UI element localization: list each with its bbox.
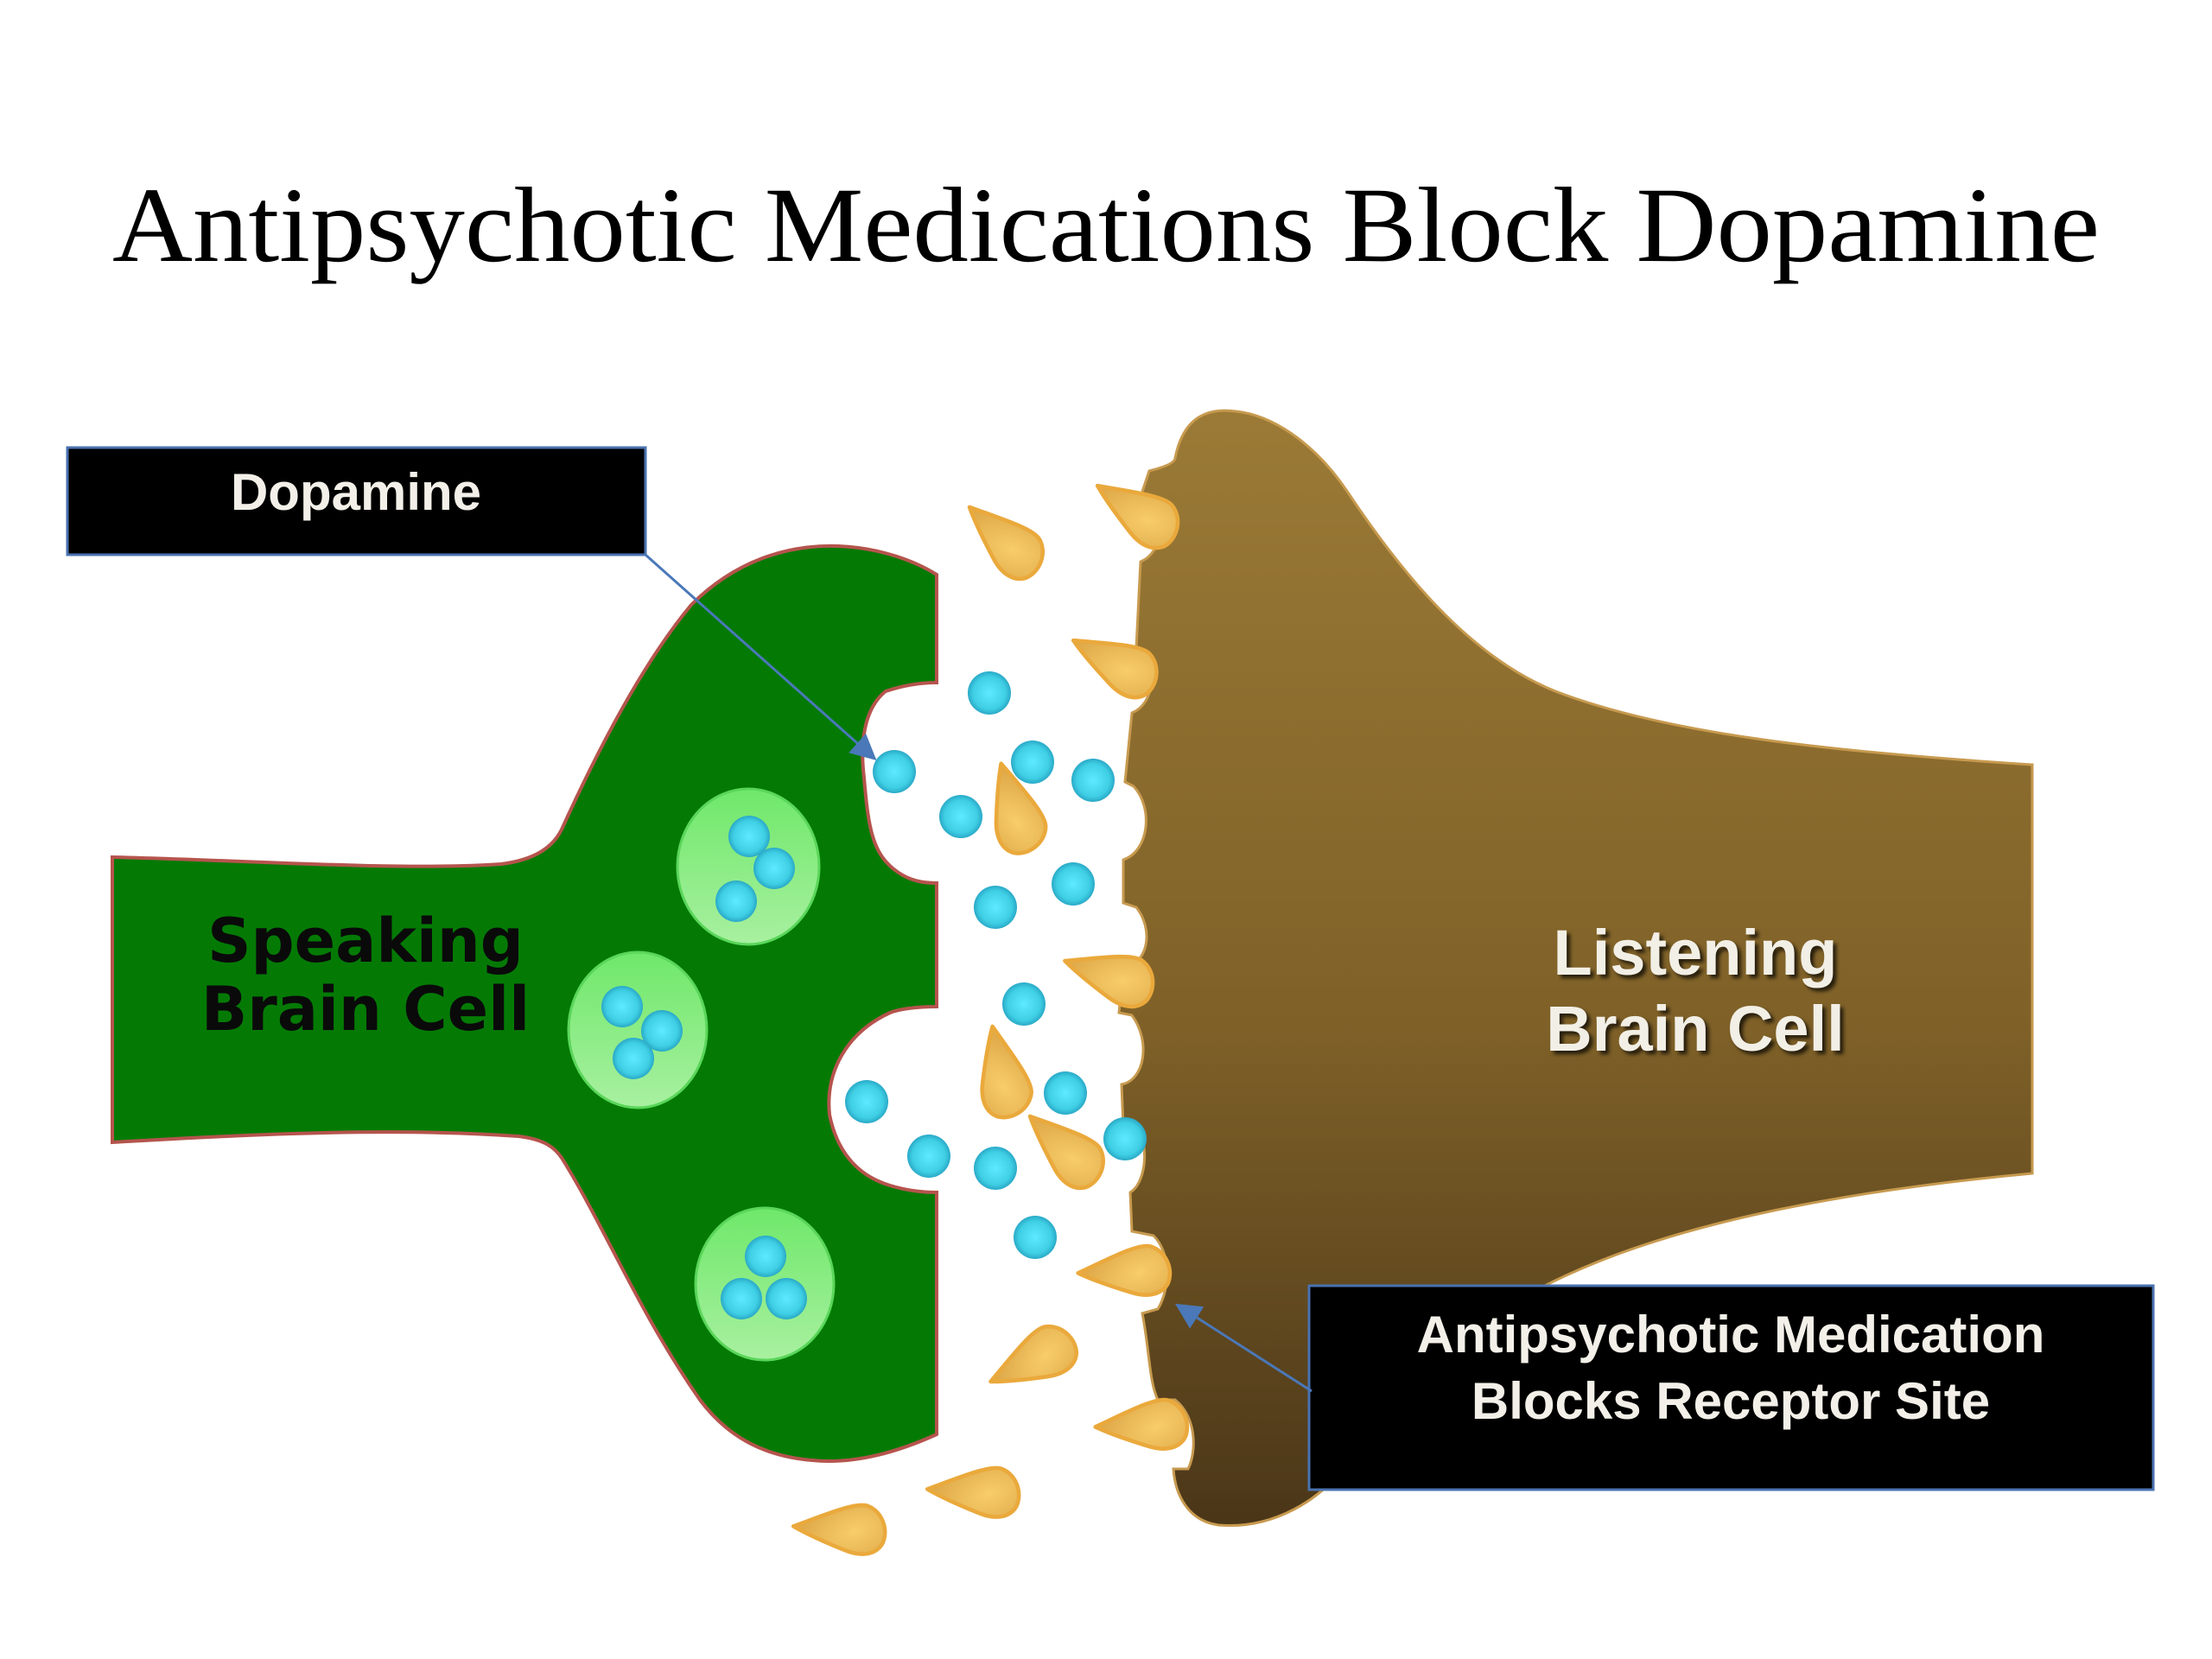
- drug-molecule: [950, 1027, 1042, 1127]
- dopamine-molecule: [1014, 1216, 1057, 1259]
- dopamine-molecule: [1103, 1117, 1147, 1160]
- vesicle-bottom: [694, 1206, 836, 1362]
- antipsychotic-label-box: [1307, 1284, 2155, 1491]
- drug-molecule: [1065, 953, 1154, 1012]
- drug-molecule: [1013, 1116, 1111, 1194]
- drug-molecule: [927, 1459, 1026, 1537]
- dopamine-molecule: [1052, 862, 1095, 906]
- vesicle-middle: [567, 950, 709, 1109]
- speaking-cell-label-line2: Brain Cell: [201, 974, 530, 1045]
- listening-cell-label-line2: Brain Cell: [1546, 993, 1844, 1065]
- dopamine-molecule: [974, 886, 1017, 929]
- vesicle-top: [676, 787, 821, 946]
- free-dopamine-group: [845, 671, 1147, 1259]
- dopamine-molecule: [907, 1135, 950, 1178]
- dopamine-molecule: [873, 750, 916, 793]
- dopamine-molecule: [1002, 982, 1046, 1026]
- dopamine-label: Dopamine: [231, 463, 481, 521]
- drug-molecule: [990, 1316, 1085, 1414]
- drug-molecule: [1069, 640, 1159, 699]
- dopamine-molecule: [939, 795, 982, 838]
- antipsychotic-label-line2: Blocks Receptor Site: [1471, 1372, 1990, 1430]
- dopamine-molecule: [974, 1147, 1017, 1190]
- slide-title: Antipsychotic Medications Block Dopamine: [112, 166, 2100, 284]
- listening-brain-cell: [1117, 409, 2034, 1528]
- dopamine-label-box: [66, 446, 647, 556]
- dopamine-molecule: [968, 671, 1011, 715]
- dopamine-arrow: [645, 553, 877, 760]
- dopamine-molecule: [845, 1080, 888, 1123]
- dopamine-molecule: [1044, 1071, 1087, 1115]
- speaking-cell-label-line1: Speaking: [207, 906, 524, 976]
- listening-cell-label-line1: Listening: [1554, 917, 1838, 988]
- dopamine-molecule: [1071, 759, 1115, 802]
- drug-molecule: [952, 507, 1051, 585]
- dopamine-molecule: [1011, 741, 1054, 784]
- antipsychotic-label-line1: Antipsychotic Medication: [1417, 1306, 2045, 1363]
- drug-molecule: [793, 1497, 892, 1574]
- antipsychotic-arrow: [1174, 1303, 1313, 1393]
